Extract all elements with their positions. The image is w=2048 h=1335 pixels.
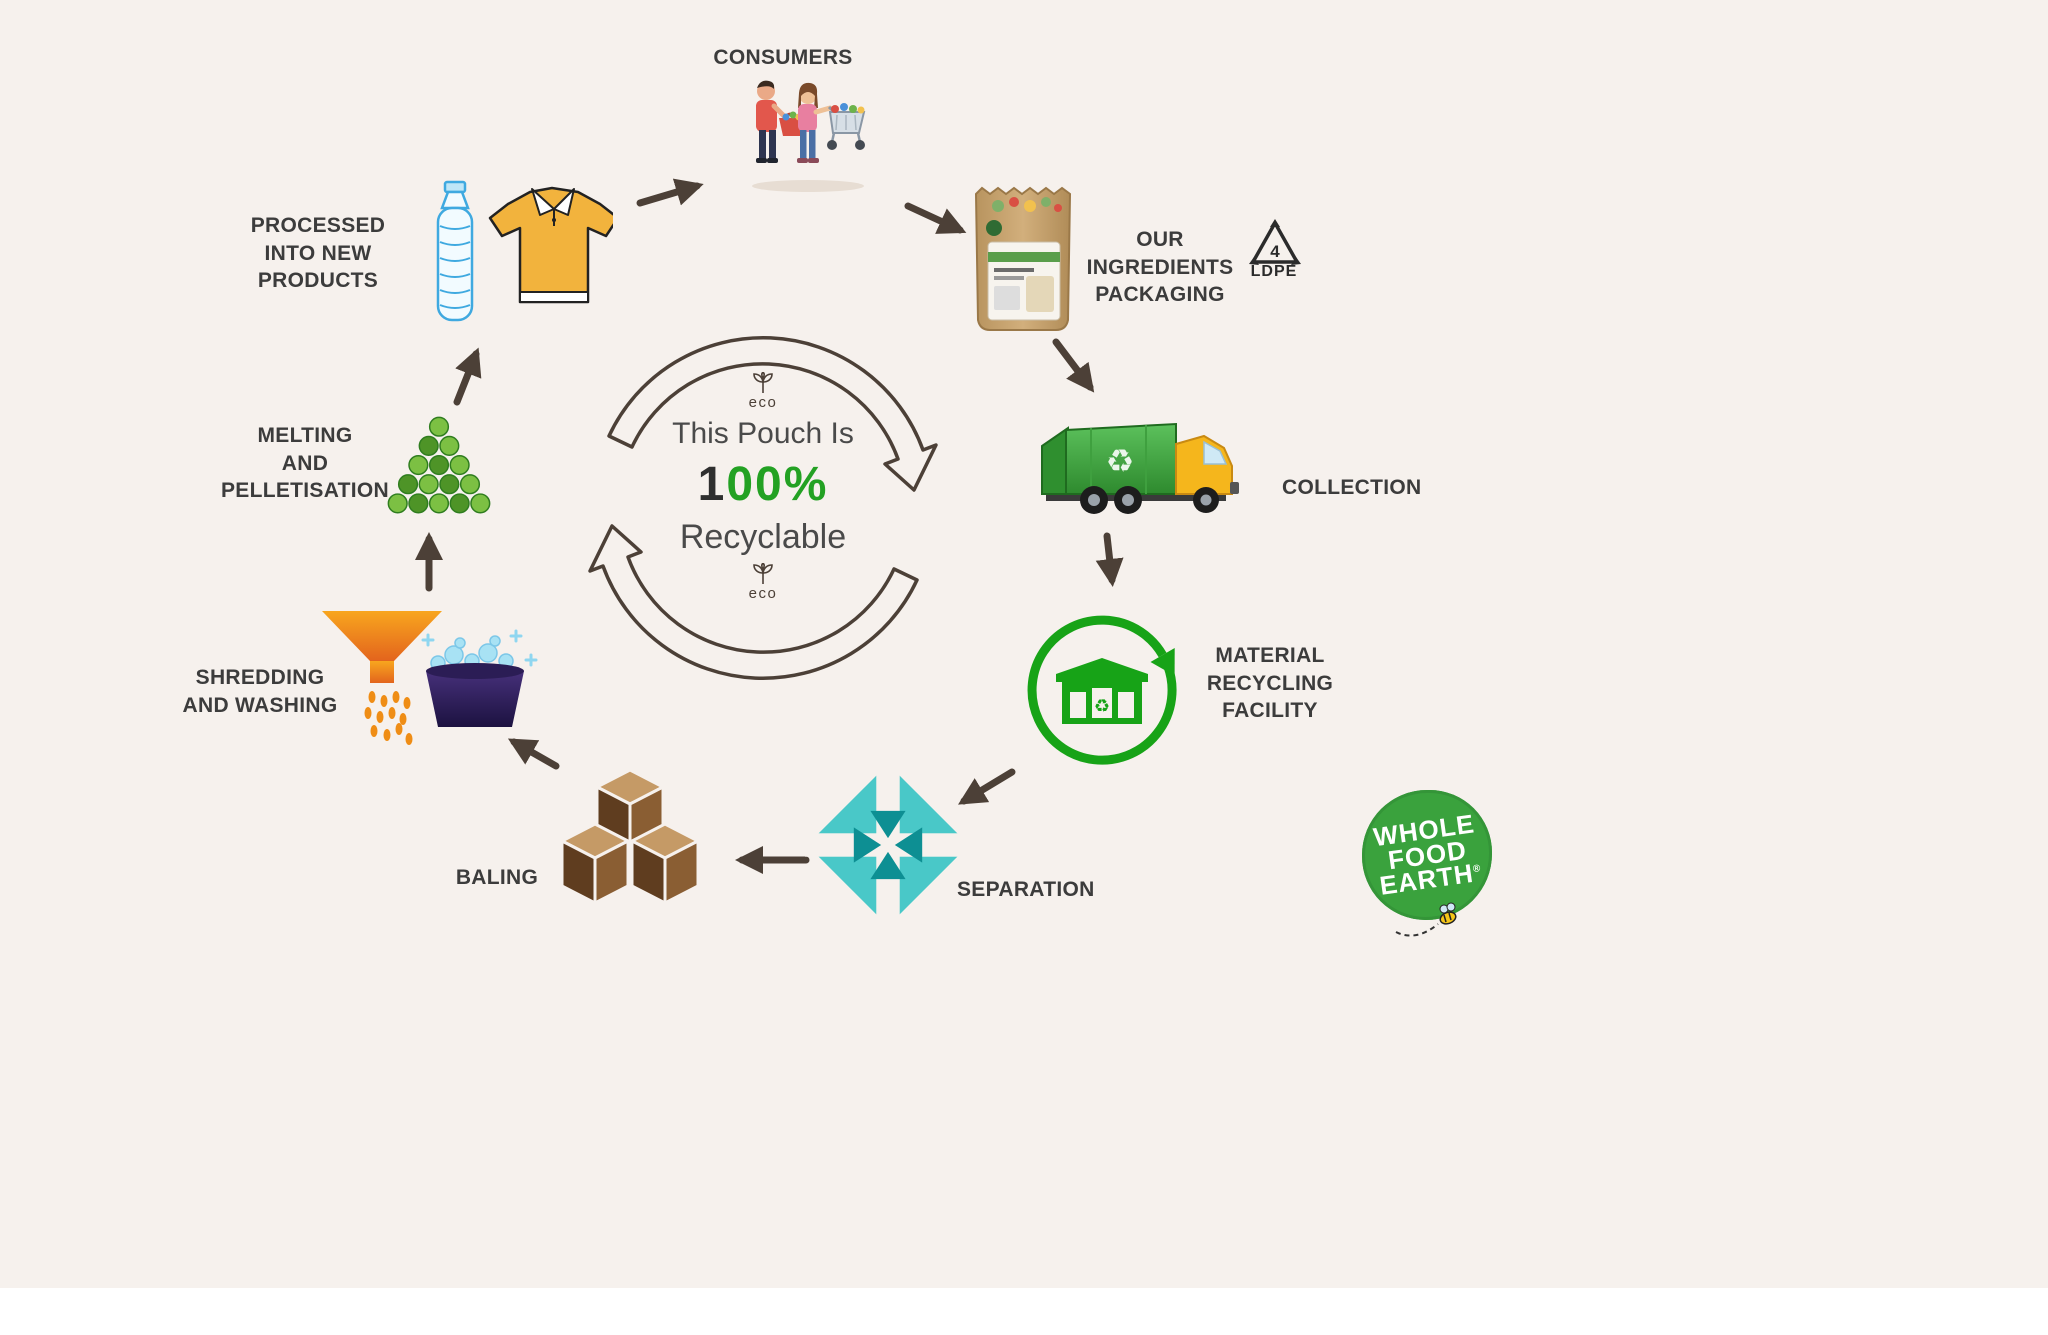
collection-label: COLLECTION: [1282, 476, 1422, 499]
eco-badge-bottom: eco: [748, 563, 778, 602]
resin-code-label: LDPE: [1250, 263, 1298, 280]
baling-label: BALING: [455, 866, 539, 889]
new-products-icon: [436, 180, 613, 322]
ingredient-pouch-icon: [974, 186, 1072, 331]
shredding-label: SHREDDING AND WASHING: [182, 666, 338, 717]
processed-label: PROCESSED INTO NEW PRODUCTS: [250, 214, 386, 293]
shopping-cart: [827, 103, 866, 150]
arrow-consumers-to-packaging: [904, 202, 967, 234]
pouch-top-art: [992, 197, 1062, 212]
ldpe-resin-code-icon: 4: [1249, 219, 1301, 265]
logo-text: WHOLE FOOD EARTH®: [1371, 808, 1483, 901]
packaging-label: OUR INGREDIENTS PACKAGING: [1086, 228, 1234, 307]
baling-cubes-icon: [560, 768, 700, 905]
water-bottle: [436, 180, 474, 322]
truck-recycle-symbol: ♻: [1106, 443, 1135, 479]
center-line-1: This Pouch Is: [672, 417, 854, 450]
center-line-3: Recyclable: [679, 518, 847, 556]
polo-shirt: [488, 186, 613, 304]
eco-badge-top: eco: [748, 372, 778, 411]
percent-digit-1: 1: [697, 458, 727, 511]
separation-icon: [805, 762, 971, 928]
recycling-facility-icon: ♻: [1027, 615, 1177, 765]
facility-building: ♻: [1056, 658, 1148, 724]
shredding-washing-icon: [322, 611, 538, 745]
center-percentage: 100%: [698, 457, 829, 512]
center-message: eco This Pouch Is 100% Recyclable eco: [633, 372, 893, 602]
washing-basin: [421, 629, 538, 727]
pouch-brand-logo: [986, 220, 1002, 236]
mrf-label: MATERIAL RECYCLING FACILITY: [1206, 644, 1334, 723]
arrow-packaging-to-collection: [1052, 338, 1095, 393]
stage-connector-arrows: [415, 178, 1124, 874]
percent-digits-00: 00: [726, 458, 784, 511]
arrow-mrf-to-separation: [958, 768, 1016, 805]
eco-leaf-icon: [753, 372, 773, 393]
woman-with-cart: [797, 82, 833, 163]
resin-code-number: 4: [1270, 242, 1280, 261]
melting-label: MELTING AND PELLETISATION: [220, 424, 389, 503]
pellets-pyramid-icon: [387, 416, 491, 514]
shredder-funnel: [322, 611, 442, 745]
pouch-label: [987, 241, 1061, 321]
consumers-label: CONSUMERS: [713, 46, 853, 69]
man-with-basket: [756, 80, 804, 163]
separation-label: SEPARATION: [957, 878, 1095, 901]
bale-right: [630, 822, 700, 905]
garbage-truck-icon: ♻: [1041, 422, 1239, 514]
eco-label-top: eco: [748, 394, 778, 411]
arrow-products-to-consumers: [636, 178, 704, 207]
bale-top: [595, 768, 665, 851]
bottom-white-margin: [0, 1288, 2048, 1335]
consumers-shoppers-icon: [752, 80, 866, 192]
bale-left: [560, 822, 630, 905]
facility-recycle-symbol: ♻: [1094, 696, 1110, 716]
whole-food-earth-logo: WHOLE FOOD EARTH®: [1362, 790, 1492, 920]
facility-circle-arrowhead: [1150, 648, 1175, 676]
cycle-ring-icon: [588, 336, 938, 680]
sparkles: [421, 629, 538, 667]
arrow-collection-to-mrf: [1095, 532, 1124, 587]
shredded-flakes: [364, 691, 413, 745]
eco-label-bottom: eco: [748, 585, 778, 602]
eco-leaf-icon: [753, 563, 773, 584]
bee-doodle-icon: [1395, 902, 1457, 937]
cycle-arrow-top: [607, 336, 938, 492]
registered-mark: ®: [1471, 863, 1482, 876]
arrow-baling-to-shredding: [507, 738, 560, 770]
percent-sign: %: [783, 458, 829, 511]
cycle-arrow-bottom: [588, 524, 919, 680]
arrow-melting-to-products: [453, 347, 482, 406]
separation-arrows: [853, 810, 923, 880]
